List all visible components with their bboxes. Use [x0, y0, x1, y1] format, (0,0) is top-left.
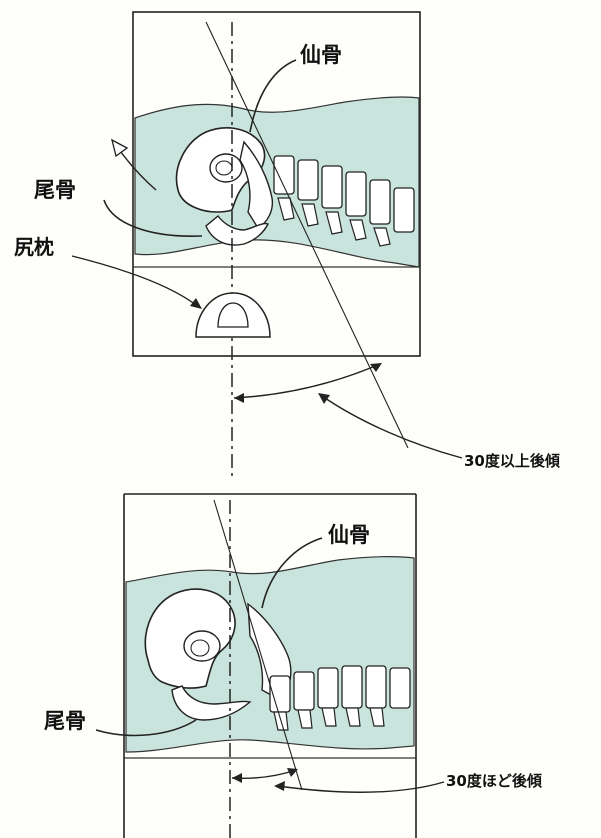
top-angle-leader — [322, 396, 462, 458]
top-sacrum-label: 仙骨 — [300, 43, 342, 67]
top-pillow-label: 尻枕 — [14, 235, 54, 259]
top-vertebra — [370, 180, 390, 224]
top-vertebra — [394, 188, 414, 232]
bottom-vertebra — [366, 666, 386, 708]
top-vertebra — [274, 156, 294, 194]
bottom-vertebra — [342, 666, 362, 708]
top-pillow-leader-arrowhead — [190, 298, 202, 309]
top-panel: 仙骨 尾骨 尻枕 30度以上後傾 — [14, 12, 561, 478]
bottom-angle-label: 30度ほど後傾 — [446, 772, 543, 790]
top-angle-leader-arrowhead — [318, 393, 330, 404]
bottom-angle-leader-arrowhead — [274, 781, 285, 791]
bottom-vertebra — [390, 668, 410, 708]
top-vertebra — [322, 166, 342, 208]
top-vertebra — [298, 160, 318, 200]
bottom-coccyx-label: 尾骨 — [44, 709, 86, 733]
bottom-vertebra — [294, 672, 314, 710]
bottom-angle-leader — [278, 782, 444, 792]
top-tilt-arrowhead — [112, 140, 127, 156]
top-angle-arrowhead-left — [234, 393, 244, 403]
bottom-sacrum-label: 仙骨 — [328, 523, 370, 547]
top-angle-arc — [234, 364, 380, 398]
top-pillow — [196, 293, 270, 337]
bottom-vertebra — [318, 668, 338, 708]
top-vertebra — [346, 172, 366, 216]
top-angle-label: 30度以上後傾 — [464, 452, 561, 470]
top-pillow-leader — [72, 256, 196, 305]
top-coccyx-label: 尾骨 — [34, 178, 76, 202]
bottom-panel: 仙骨 尾骨 30度ほど後傾 — [44, 494, 543, 838]
bottom-angle-arrowhead-left — [232, 773, 242, 783]
